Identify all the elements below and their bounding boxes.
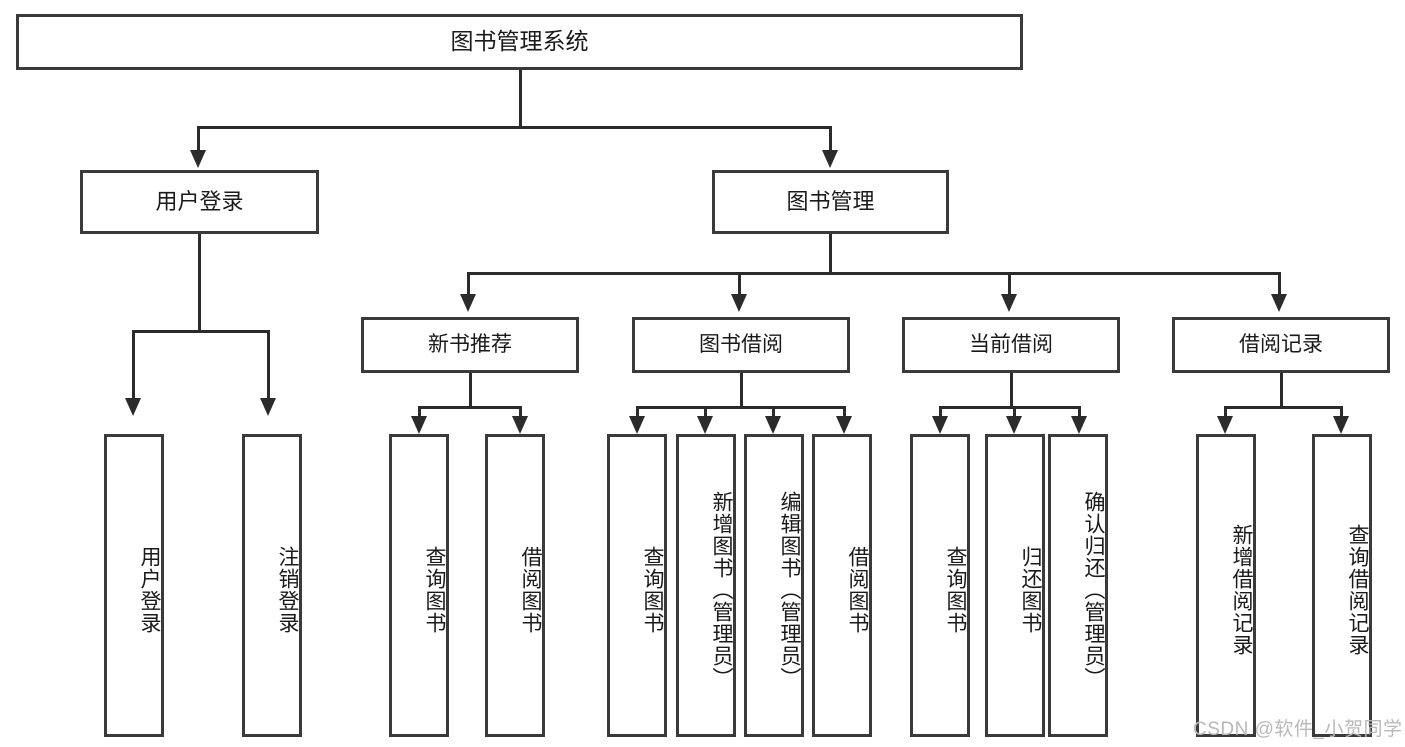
edge-current-borrow-to-leaf-2 bbox=[1013, 406, 1016, 420]
watermark-text: CSDN @软件_小贺同学 bbox=[1193, 719, 1403, 740]
edge-user-login-bar bbox=[132, 330, 270, 333]
arrowhead-borrow-record-leaf-1 bbox=[1217, 416, 1233, 434]
node-leaf-confirm-return[interactable]: 确认归还（管理员） bbox=[1048, 434, 1108, 737]
node-leaf-return-book[interactable]: 归还图书 bbox=[985, 434, 1045, 737]
node-leaf-add-record[interactable]: 新增借阅记录 bbox=[1196, 434, 1256, 737]
node-label: 查询图书 bbox=[944, 545, 967, 634]
node-label: 归还图书 bbox=[1019, 545, 1042, 634]
edge-current-borrow-to-leaf-1 bbox=[939, 406, 942, 420]
edge-book-borrow-to-leaf-4 bbox=[843, 406, 846, 420]
edge-book-borrow-to-leaf-1 bbox=[636, 406, 639, 420]
node-label: 编辑图书（管理员） bbox=[778, 490, 801, 689]
arrowhead-book-borrow-leaf-4 bbox=[836, 416, 852, 434]
node-borrow-record[interactable]: 借阅记录 bbox=[1172, 317, 1390, 373]
node-label: 查询图书 bbox=[641, 545, 664, 634]
node-current-borrow[interactable]: 当前借阅 bbox=[902, 317, 1120, 373]
edge-user-login-stem bbox=[198, 234, 201, 330]
node-label: 确认归还（管理员） bbox=[1082, 490, 1105, 689]
edge-current-borrow-stem bbox=[1010, 373, 1013, 408]
arrowhead-user-login-leaf-1 bbox=[125, 398, 141, 416]
node-root-system[interactable]: 图书管理系统 bbox=[16, 14, 1023, 70]
arrowhead-root-to-user-login bbox=[190, 150, 206, 168]
node-label: 图书管理系统 bbox=[450, 28, 589, 55]
edge-root-stem bbox=[519, 70, 522, 126]
node-leaf-user-logout[interactable]: 注销登录 bbox=[242, 434, 302, 737]
arrowhead-book-borrow-leaf-2 bbox=[697, 416, 713, 434]
arrowhead-book-borrow-leaf-1 bbox=[629, 416, 645, 434]
node-leaf-query-record[interactable]: 查询借阅记录 bbox=[1312, 434, 1372, 737]
node-leaf-edit-book[interactable]: 编辑图书（管理员） bbox=[744, 434, 804, 737]
node-label: 查询图书 bbox=[423, 545, 446, 634]
node-label: 新增图书（管理员） bbox=[710, 490, 733, 689]
edge-current-borrow-to-leaf-3 bbox=[1078, 406, 1081, 420]
edge-book-borrow-stem bbox=[740, 373, 743, 408]
edge-root-to-book-manage bbox=[829, 126, 832, 152]
node-leaf-query-book-3[interactable]: 查询图书 bbox=[910, 434, 970, 737]
node-leaf-borrow-book-2[interactable]: 借阅图书 bbox=[812, 434, 872, 737]
node-label: 新增借阅记录 bbox=[1230, 523, 1253, 656]
arrowhead-current-borrow-leaf-3 bbox=[1071, 416, 1087, 434]
edge-book-borrow-to-leaf-2 bbox=[704, 406, 707, 420]
edge-user-login-to-leaf-2 bbox=[267, 330, 270, 400]
edge-book-borrow-bar bbox=[636, 406, 846, 409]
arrowhead-borrow-record bbox=[1271, 294, 1287, 312]
node-leaf-query-book-1[interactable]: 查询图书 bbox=[389, 434, 449, 737]
edge-user-login-to-leaf-1 bbox=[132, 330, 135, 400]
node-leaf-add-book[interactable]: 新增图书（管理员） bbox=[676, 434, 736, 737]
edge-borrow-record-stem bbox=[1280, 373, 1283, 408]
node-label: 借阅图书 bbox=[519, 545, 542, 634]
edge-borrow-record-bar bbox=[1224, 406, 1343, 409]
arrowhead-book-borrow-leaf-3 bbox=[765, 416, 781, 434]
arrowhead-new-book-rec-leaf-2 bbox=[512, 416, 528, 434]
arrowhead-current-borrow bbox=[1001, 294, 1017, 312]
edge-book-manage-to-new-book-rec bbox=[467, 272, 470, 296]
node-label: 当前借阅 bbox=[969, 332, 1053, 356]
node-leaf-user-login[interactable]: 用户登录 bbox=[104, 434, 164, 737]
edge-root-bar bbox=[197, 126, 831, 129]
node-label: 借阅记录 bbox=[1239, 332, 1323, 356]
arrowhead-new-book-rec bbox=[460, 294, 476, 312]
arrowhead-current-borrow-leaf-2 bbox=[1006, 416, 1022, 434]
node-leaf-query-book-2[interactable]: 查询图书 bbox=[607, 434, 667, 737]
arrowhead-borrow-record-leaf-2 bbox=[1333, 416, 1349, 434]
edge-book-manage-to-book-borrow bbox=[738, 272, 741, 296]
edge-new-book-rec-bar bbox=[418, 406, 522, 409]
edge-new-book-rec-to-leaf-2 bbox=[519, 406, 522, 420]
edge-book-manage-stem bbox=[829, 234, 832, 272]
edge-root-to-user-login bbox=[197, 126, 200, 152]
node-book-manage[interactable]: 图书管理 bbox=[712, 170, 949, 234]
node-new-book-rec[interactable]: 新书推荐 bbox=[361, 317, 579, 373]
node-label: 注销登录 bbox=[276, 545, 299, 634]
node-label: 用户登录 bbox=[155, 189, 244, 215]
arrowhead-current-borrow-leaf-1 bbox=[932, 416, 948, 434]
edge-book-manage-bar bbox=[467, 272, 1281, 275]
node-label: 查询借阅记录 bbox=[1346, 523, 1369, 656]
node-label: 图书借阅 bbox=[699, 332, 783, 356]
arrowhead-user-login-leaf-2 bbox=[260, 398, 276, 416]
node-label: 借阅图书 bbox=[846, 545, 869, 634]
arrowhead-book-borrow bbox=[731, 294, 747, 312]
arrowhead-root-to-book-manage bbox=[822, 150, 838, 168]
node-label: 用户登录 bbox=[138, 545, 161, 634]
node-label: 新书推荐 bbox=[428, 332, 512, 356]
edge-book-manage-to-current-borrow bbox=[1008, 272, 1011, 296]
edge-borrow-record-to-leaf-1 bbox=[1224, 406, 1227, 420]
node-user-login[interactable]: 用户登录 bbox=[80, 170, 319, 234]
node-book-borrow[interactable]: 图书借阅 bbox=[632, 317, 850, 373]
edge-new-book-rec-stem bbox=[469, 373, 472, 408]
node-leaf-borrow-book-1[interactable]: 借阅图书 bbox=[485, 434, 545, 737]
edge-book-borrow-to-leaf-3 bbox=[772, 406, 775, 420]
edge-current-borrow-bar bbox=[939, 406, 1081, 409]
arrowhead-new-book-rec-leaf-1 bbox=[411, 416, 427, 434]
node-label: 图书管理 bbox=[786, 189, 875, 215]
edge-book-manage-to-borrow-record bbox=[1278, 272, 1281, 296]
edge-new-book-rec-to-leaf-1 bbox=[418, 406, 421, 420]
edge-borrow-record-to-leaf-2 bbox=[1340, 406, 1343, 420]
